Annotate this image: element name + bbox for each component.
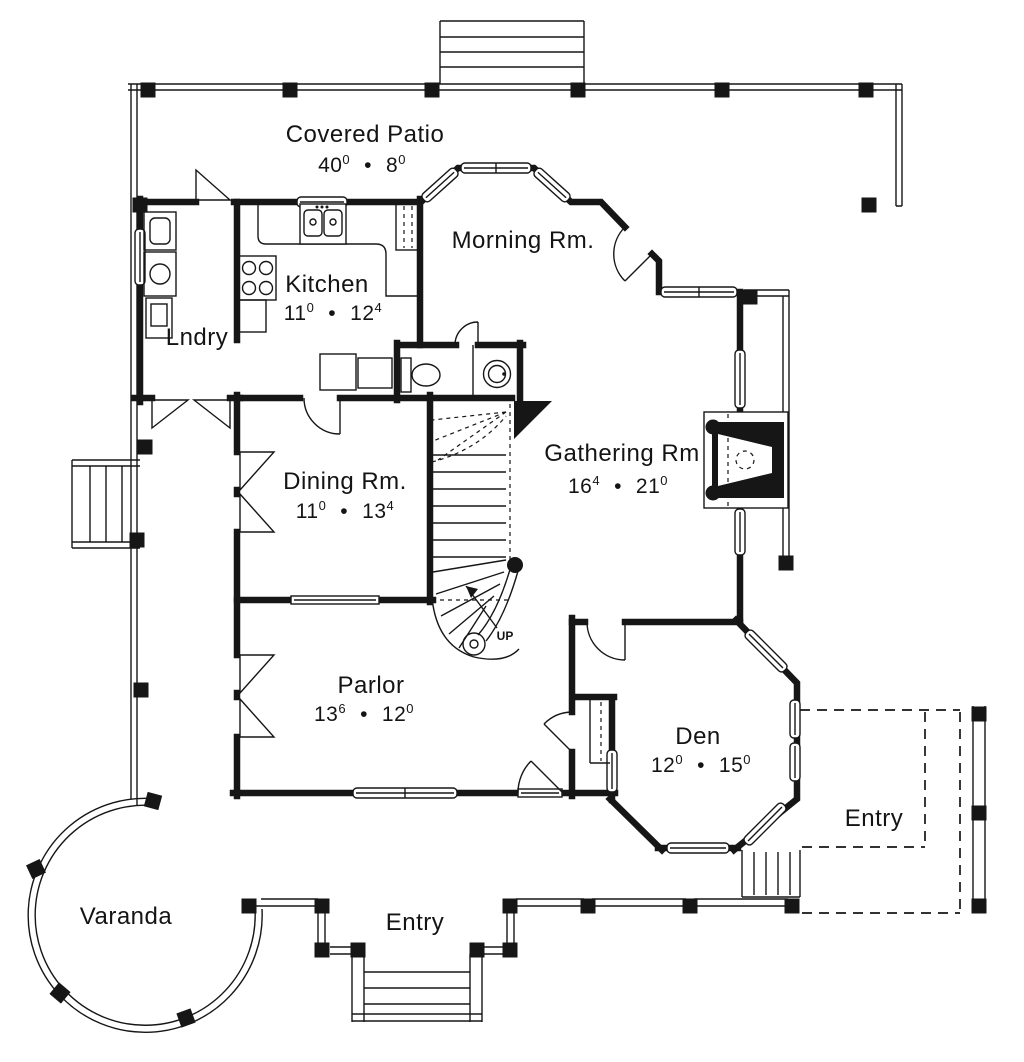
label-dining-rm: Dining Rm. — [283, 468, 407, 495]
dims-kitchen: 110•124 — [284, 300, 383, 325]
label-den: Den — [675, 723, 721, 750]
label-gathering-rm: Gathering Rm — [544, 440, 699, 467]
dims-covered-patio: 400•80 — [318, 152, 406, 177]
stairs-up-label: UP — [497, 629, 514, 643]
room-labels: Covered Patio 400•80 Morning Rm. Kitchen… — [80, 121, 903, 936]
label-morning-rm: Morning Rm. — [452, 227, 595, 254]
patio-steps-top — [439, 20, 585, 84]
label-covered-patio: Covered Patio — [286, 121, 445, 148]
label-entry-side: Entry — [845, 805, 904, 832]
powder-room-fixtures — [400, 345, 512, 398]
label-parlor: Parlor — [337, 672, 404, 699]
doors — [151, 168, 653, 794]
kitchen-fixtures — [237, 202, 420, 333]
side-porch-steps-left — [71, 459, 140, 549]
side-entry-steps-right — [741, 850, 801, 898]
label-varanda: Varanda — [80, 903, 173, 930]
laundry-appliances — [143, 211, 177, 339]
interior-walls — [233, 195, 527, 606]
front-entry-steps — [351, 954, 483, 1022]
fireplace — [703, 411, 789, 509]
hall-desk — [319, 353, 393, 391]
label-entry-front: Entry — [386, 909, 445, 936]
dims-parlor: 136•120 — [314, 701, 414, 726]
dims-gathering-rm: 164•210 — [568, 473, 668, 498]
label-lndry: Lndry — [166, 324, 229, 351]
staircase: UP — [431, 404, 523, 660]
label-kitchen: Kitchen — [285, 271, 369, 298]
dims-dining-rm: 110•134 — [296, 498, 395, 523]
porch-railings — [128, 83, 903, 955]
porch-posts — [26, 82, 987, 1028]
dims-den: 120•150 — [651, 752, 751, 777]
entry-closet — [589, 698, 610, 764]
windows — [134, 162, 801, 854]
